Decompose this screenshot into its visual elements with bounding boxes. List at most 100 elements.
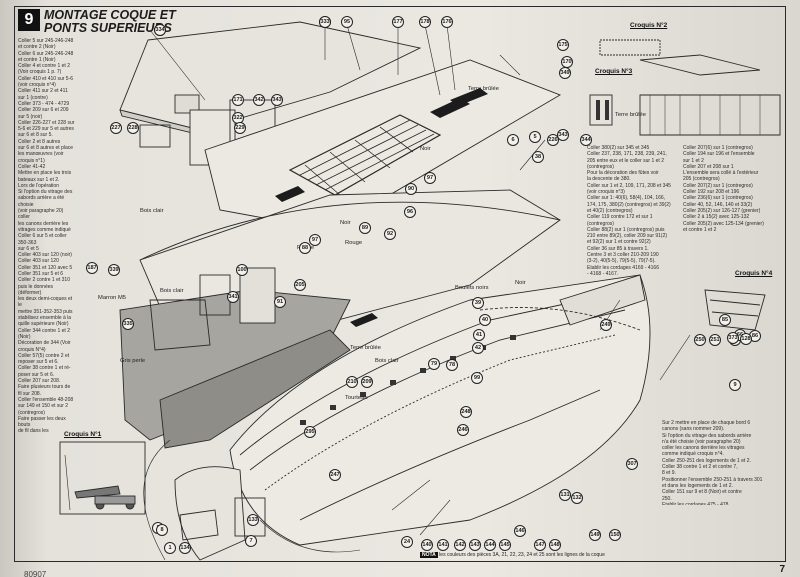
part-callout: 99 [471, 372, 483, 384]
material-label: Rouge [345, 240, 363, 246]
part-callout: 342 [253, 94, 265, 106]
material-label: Noir [515, 280, 526, 286]
part-callout: 249 [600, 319, 612, 331]
part-callout: 150 [609, 529, 621, 541]
croquis-2-label: Croquis N°2 [630, 22, 668, 29]
croquis-4-label: Croquis N°4 [735, 270, 773, 277]
part-callout: 339 [108, 264, 120, 276]
part-callout: 349 [559, 67, 571, 79]
part-callout: 146 [514, 525, 526, 537]
part-callout: 97 [424, 172, 436, 184]
croquis-3-label: Croquis N°3 [595, 68, 633, 75]
part-callout: 149 [589, 529, 601, 541]
part-callout: 147 [534, 539, 546, 551]
material-label: Noir [340, 220, 351, 226]
part-callout: 247 [329, 469, 341, 481]
part-callout: 42 [472, 342, 484, 354]
instructions-bottom-right: Sur 2 mettre en place de chaque bord 6 c… [662, 420, 763, 505]
part-callout: 227 [110, 122, 122, 134]
part-callout: 78 [446, 359, 458, 371]
part-callout: 373 [727, 332, 739, 344]
part-callout: 132 [571, 492, 583, 504]
material-label: Terre brûlée [615, 112, 646, 118]
material-label: Boulets noirs [455, 285, 489, 291]
part-callout: 8 [156, 524, 168, 536]
part-callout: 335 [122, 318, 134, 330]
part-callout: 248 [460, 406, 472, 418]
page-frame [14, 6, 786, 562]
part-callout: 24 [401, 536, 413, 548]
part-callout: 85 [719, 314, 731, 326]
part-callout: 343 [271, 94, 283, 106]
part-callout: 250 [694, 334, 706, 346]
part-callout: 229 [234, 122, 246, 134]
part-callout: 148 [549, 539, 561, 551]
croquis-1-label: Croquis N°1 [64, 431, 102, 438]
part-callout: 295 [304, 426, 316, 438]
part-callout: 205 [294, 279, 306, 291]
part-callout: 140 [421, 539, 433, 551]
part-callout: 1 [164, 542, 176, 554]
part-callout: 96 [404, 206, 416, 218]
part-callout: 144 [484, 539, 496, 551]
material-label: Noir [420, 146, 431, 152]
part-callout: 91 [274, 296, 286, 308]
note-text: les couleurs des pièces 3A, 21, 22, 23, … [439, 552, 605, 558]
part-callout: 133 [247, 514, 259, 526]
part-callout: 95 [341, 16, 353, 28]
part-callout: 228 [127, 122, 139, 134]
part-callout: 322 [232, 112, 244, 124]
part-callout: 226 [547, 134, 559, 146]
material-label: Tourteau [345, 395, 368, 401]
part-callout: 134 [179, 542, 191, 554]
part-callout: 90 [405, 183, 417, 195]
part-callout: 38 [532, 151, 544, 163]
part-callout: 6 [507, 134, 519, 146]
part-callout: 100 [236, 264, 248, 276]
part-callout: 131 [559, 489, 571, 501]
part-callout: 175 [557, 39, 569, 51]
part-callout: 246 [457, 424, 469, 436]
part-callout: 178 [419, 16, 431, 28]
part-callout: 341 [227, 291, 239, 303]
part-callout: 334 [154, 24, 166, 36]
part-callout: 92 [384, 228, 396, 240]
page-number: 7 [779, 564, 785, 575]
material-label: Terre brûlée [468, 86, 499, 92]
part-callout: 210 [346, 376, 358, 388]
part-callout: 177 [392, 16, 404, 28]
part-callout: 343 [557, 129, 569, 141]
instructions-left-column: Coller 5 sur 245-246-248 et contre 2 (No… [18, 38, 75, 433]
plate-number: 9 [18, 9, 40, 31]
part-callout: 307 [626, 458, 638, 470]
part-callout: 333 [319, 16, 331, 28]
reference-code: 80907 [24, 570, 47, 577]
part-callout: 128 [740, 333, 752, 345]
part-callout: 97 [309, 234, 321, 246]
page-title: MONTAGE COQUE ET PONTS SUPERIEURS [44, 8, 176, 35]
part-callout: 141 [437, 539, 449, 551]
part-callout: 7 [245, 535, 257, 547]
part-callout: 89 [359, 222, 371, 234]
part-callout: 143 [469, 539, 481, 551]
part-callout: 145 [499, 539, 511, 551]
part-callout: 344 [580, 134, 592, 146]
part-callout: 251 [709, 334, 721, 346]
part-callout: 39 [472, 297, 484, 309]
material-label: Bois clair [160, 288, 184, 294]
material-label: Bois clair [140, 208, 164, 214]
part-callout: 41 [473, 329, 485, 341]
page-header: 9 MONTAGE COQUE ET PONTS SUPERIEURS [18, 9, 184, 35]
footer-note: NOTA les couleurs des pièces 3A, 21, 22,… [420, 552, 605, 558]
part-callout: 209 [361, 376, 373, 388]
part-callout: 88 [299, 242, 311, 254]
part-callout: 171 [232, 94, 244, 106]
material-label: Terre brûlée [350, 345, 381, 351]
part-callout: 9 [729, 379, 741, 391]
material-label: Marron M5 [98, 295, 127, 301]
instructions-right-column-a: Coller 380(2) sur 345 et 345 Coller 237,… [587, 145, 671, 275]
instructions-right-column-b: Coller 207(6) sur 1 (contregros) Coller … [683, 145, 764, 233]
note-label: NOTA [420, 552, 438, 558]
